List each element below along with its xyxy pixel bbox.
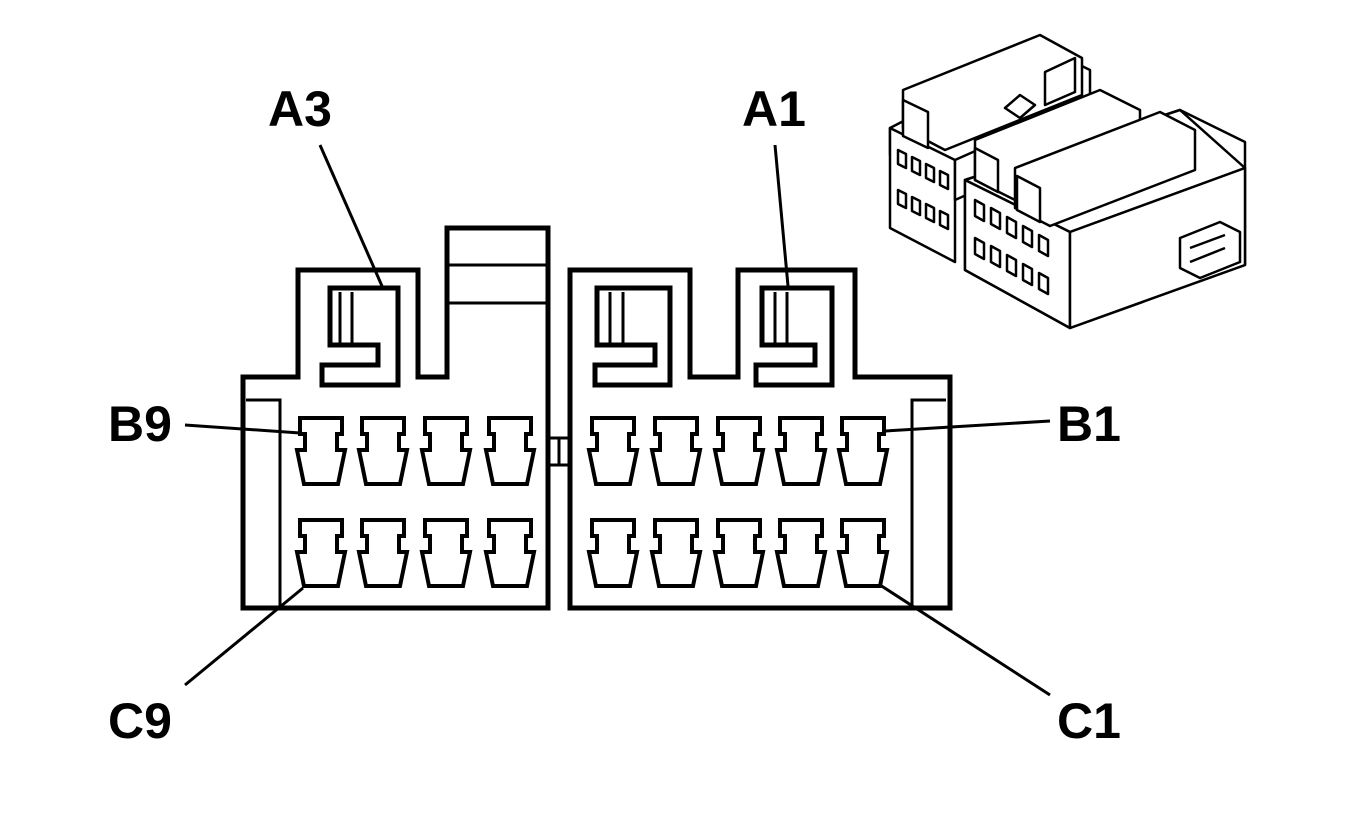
leader-a3 (318, 144, 384, 287)
connector-right-half (567, 267, 953, 611)
pin-label-b9: B9 (108, 396, 172, 452)
terminal-cavity-c-18 (836, 518, 890, 588)
terminal-cavity-b-8 (774, 416, 828, 486)
pin-label-c1: C1 (1057, 693, 1121, 749)
pin-labels: A3 A1 B9 B1 C9 C1 (108, 81, 1121, 749)
connector-isometric-illustration (888, 33, 1247, 330)
terminal-cavity-c-13 (483, 518, 537, 588)
terminal-cavity-b-1 (294, 416, 348, 486)
terminal-cavity-b-2 (356, 416, 410, 486)
terminal-cavity-c-12 (419, 518, 473, 588)
terminal-cavity-b-6 (649, 416, 703, 486)
pin-label-b1: B1 (1057, 396, 1121, 452)
terminal-cavity-b-3 (419, 416, 473, 486)
leader-a1 (773, 144, 790, 287)
connector-left-half (240, 225, 551, 611)
leader-b1 (884, 419, 1051, 433)
leader-c9 (184, 586, 304, 687)
terminal-cavity-c-10 (294, 518, 348, 588)
center-bridge (548, 436, 570, 467)
terminal-cavity-b-4 (483, 416, 537, 486)
leader-b9 (184, 423, 301, 435)
iso-rear-cavities (896, 148, 950, 231)
pin-label-a1: A1 (742, 81, 806, 137)
terminal-cavity-c-11 (356, 518, 410, 588)
terminal-cavities (294, 416, 890, 588)
pin-label-a3: A3 (268, 81, 332, 137)
terminal-cavity-b-5 (586, 416, 640, 486)
terminal-cavity-b-7 (712, 416, 766, 486)
terminal-cavity-c-15 (649, 518, 703, 588)
leader-lines (184, 144, 1051, 697)
terminal-cavity-c-14 (586, 518, 640, 588)
terminal-cavity-b-9 (836, 416, 890, 486)
pin-label-c9: C9 (108, 693, 172, 749)
terminal-cavity-c-16 (712, 518, 766, 588)
terminal-cavity-c-17 (774, 518, 828, 588)
leader-c1 (879, 583, 1051, 697)
iso-front-cavities (973, 198, 1050, 296)
